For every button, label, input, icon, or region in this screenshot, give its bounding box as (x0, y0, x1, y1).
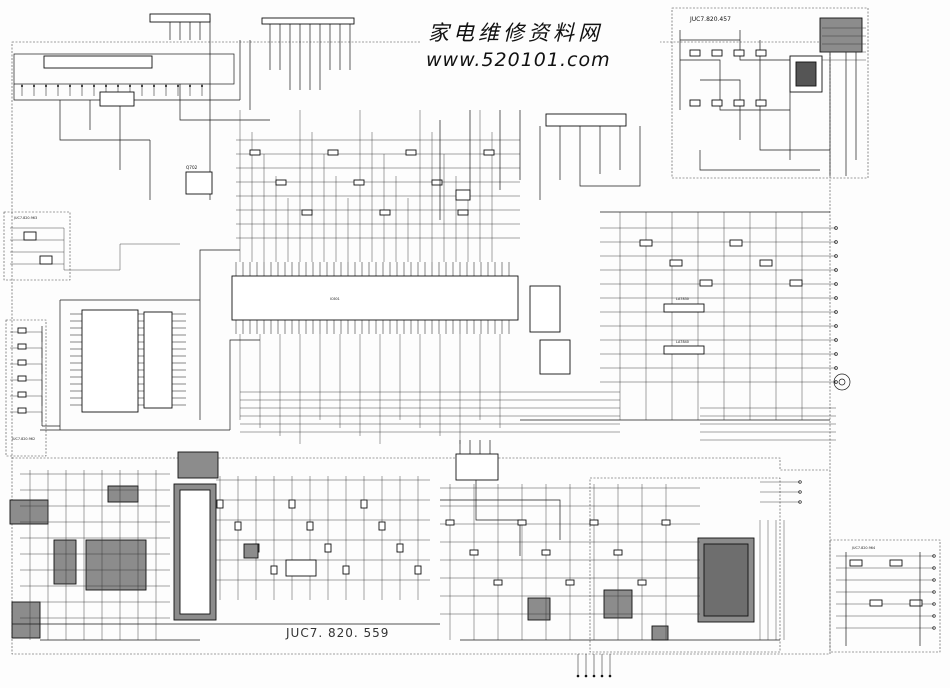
left-board-963-part-2 (39, 255, 53, 265)
lower-right-section-outline (589, 477, 781, 653)
shaded-block-bridge (177, 451, 219, 479)
ic-q702-label: Q702 (186, 165, 198, 170)
lower-transformer-core (703, 543, 749, 617)
ic-la7830-1 (663, 303, 705, 313)
ic-la7830-2 (663, 345, 705, 355)
top-right-components (689, 27, 866, 107)
ic-la7830-1-text: LA7830 (676, 297, 689, 301)
shaded-block-small-4 (243, 543, 259, 559)
top-right-board-label: JUC7.820.457 (689, 16, 731, 23)
wiring-upper-middle (236, 110, 620, 444)
connector-top-center (149, 13, 211, 23)
ic-main-text: IC601 (330, 297, 340, 301)
left-board-963-label: JUC7.820.963 (13, 216, 37, 220)
wiring-right-side (520, 211, 838, 441)
top-right-board-outline (671, 7, 869, 179)
power-section-outline (12, 457, 830, 471)
connector-top-left (13, 53, 235, 85)
shaded-block-hot-left (11, 601, 41, 639)
watermark-chinese: 家电维修资料网 (428, 21, 603, 45)
ic-left-middle-pins (70, 313, 186, 406)
ic-main-pins (235, 262, 510, 334)
main-board-outline (11, 41, 831, 655)
ic-lower-center (455, 453, 499, 481)
bottom-right-board-label: JUC7.820.964 (851, 546, 875, 550)
ic-top-right-core (795, 61, 817, 87)
ic-left-middle (81, 309, 139, 413)
watermark-url: www.520101.com (426, 49, 611, 71)
left-board-962-label: JUC7.820.962 (11, 437, 35, 441)
ic-small-upper-mid (455, 189, 471, 201)
left-board-963-outline (3, 211, 71, 281)
ic-tuner-section (545, 113, 627, 127)
av-connector-inner (838, 378, 846, 386)
watermark-background (420, 12, 660, 72)
main-board-label: JUC7. 820. 559 (285, 626, 389, 640)
flyback-inner (179, 489, 211, 615)
ic-main-processor (231, 275, 519, 321)
bottom-right-components (836, 552, 936, 646)
av-connector-circle (833, 373, 851, 391)
ic-q702 (185, 171, 213, 195)
ic-top-left-module (43, 55, 153, 69)
ic-left-middle-2 (143, 311, 173, 409)
shaded-block-small-1 (527, 597, 551, 621)
connector-top-center-2 (261, 17, 355, 25)
left-board-962-outline (5, 319, 47, 457)
shaded-block-left-filter (53, 539, 77, 585)
left-board-962-switches (10, 326, 60, 427)
shaded-block-small-3 (651, 625, 669, 641)
ic-upper-left-2 (99, 91, 135, 107)
left-board-963-part (23, 231, 37, 241)
ic-la7830-2-text: LA7840 (676, 340, 689, 344)
shaded-block-input-coil (107, 485, 139, 503)
top-bus-wires (160, 17, 351, 121)
shaded-block-top-right (819, 17, 863, 53)
bottom-right-board-outline (829, 539, 941, 653)
wiring-lower-section (440, 480, 802, 678)
shaded-block-power-transformer (85, 539, 147, 591)
shaded-block-ac-input (9, 499, 49, 525)
top-left-pins (21, 84, 203, 96)
